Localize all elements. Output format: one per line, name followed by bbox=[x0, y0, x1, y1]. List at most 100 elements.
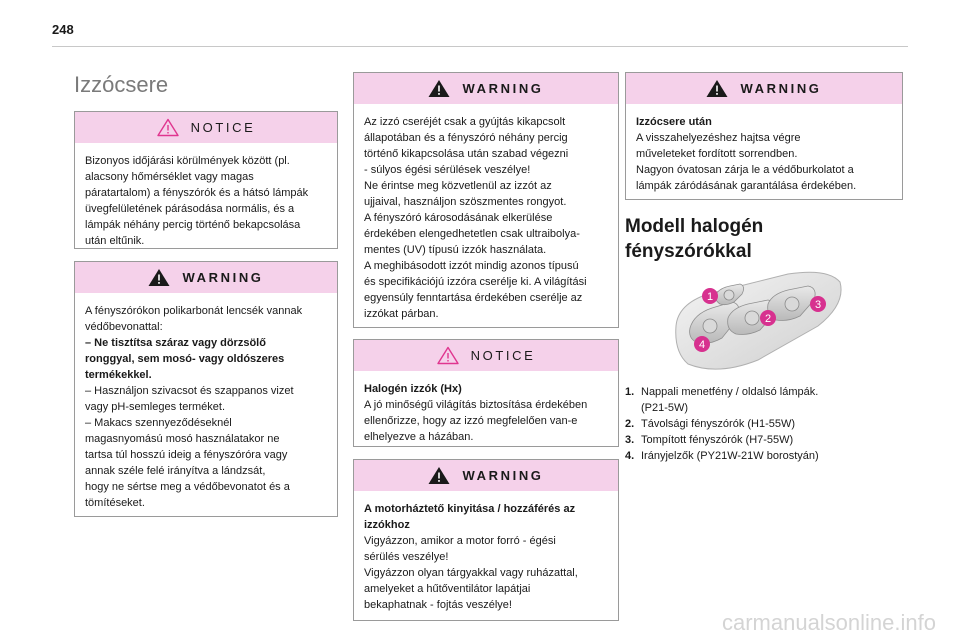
text-line: és specifikációjú izzóra cserélje ki. A … bbox=[364, 276, 587, 288]
warning-title: A motorháztető kinyitása / hozzáférés az bbox=[364, 503, 576, 515]
text-line: bekaphatnak - fojtás veszélye! bbox=[364, 599, 512, 611]
text-line-bold: ronggyal, sem mosó- vagy oldószeres bbox=[85, 353, 285, 365]
warning-body: Az izzó cseréjét csak a gyújtás kikapcso… bbox=[354, 104, 618, 330]
text-line: Ne érintse meg közvetlenül az izzót az bbox=[364, 180, 552, 192]
text-line: védőbevonattal: bbox=[85, 321, 163, 333]
text-line: – Használjon szivacsot és szappanos vize… bbox=[85, 385, 294, 397]
page-number: 248 bbox=[52, 22, 74, 37]
text-line: izzókat párban. bbox=[364, 308, 439, 320]
list-item: 3. Tompított fényszórók (H7-55W) bbox=[625, 432, 885, 448]
text-line: egyensúly fenntartása érdekében cserélje… bbox=[364, 292, 583, 304]
text-line: Bizonyos időjárási körülmények között (p… bbox=[85, 155, 290, 167]
callout-3: 3 bbox=[810, 296, 826, 312]
notice-box-halogen: NOTICE Halogén izzók (Hx) A jó minőségű … bbox=[353, 339, 619, 447]
text-line: állapotában és a fényszóró néhány percig bbox=[364, 132, 568, 144]
text-line: annak széle felé irányítva a lándzsát, bbox=[85, 465, 266, 477]
text-line: - súlyos égési sérülések veszélye! bbox=[364, 164, 531, 176]
warning-box-bulb-change: WARNING Az izzó cseréjét csak a gyújtás … bbox=[353, 72, 619, 328]
callout-4: 4 bbox=[694, 336, 710, 352]
warning-body: A motorháztető kinyitása / hozzáférés az… bbox=[354, 491, 618, 621]
list-text-line: Tompított fényszórók (H7-55W) bbox=[641, 434, 794, 446]
notice-title: Halogén izzók (Hx) bbox=[364, 383, 462, 395]
watermark: carmanualsonline.info bbox=[721, 610, 936, 635]
text-line: A meghibásodott izzót mindig azonos típu… bbox=[364, 260, 579, 272]
warning-header: WARNING bbox=[354, 460, 618, 491]
text-line: magasnyomású mosó használatakor ne bbox=[85, 433, 280, 445]
text-line: lámpák néhány percig történő bekapcsolás… bbox=[85, 219, 301, 231]
warning-label: WARNING bbox=[462, 468, 544, 483]
warning-body: A fényszórókon polikarbonát lencsék vann… bbox=[75, 293, 337, 519]
callout-3-label: 3 bbox=[815, 299, 821, 311]
text-line: hogy ne sértse meg a védőbevonatot és a bbox=[85, 481, 290, 493]
text-line: – Makacs szennyeződéseknél bbox=[85, 417, 232, 429]
notice-body: Bizonyos időjárási körülmények között (p… bbox=[75, 143, 337, 257]
text-line: műveleteket fordított sorrendben. bbox=[636, 148, 798, 160]
notice-triangle-icon bbox=[436, 346, 459, 365]
text-line: Vigyázzon olyan tárgyakkal vagy ruházatt… bbox=[364, 567, 578, 579]
headlamp-illustration: 1 2 3 4 bbox=[668, 264, 848, 376]
text-line: sérülés veszélye! bbox=[364, 551, 449, 563]
list-text: Nappali menetfény / oldalsó lámpák. (P21… bbox=[641, 384, 818, 416]
text-line: alacsony hőmérséklet vagy magas bbox=[85, 171, 254, 183]
warning-header: WARNING bbox=[354, 73, 618, 104]
text-line: vagy pH-semleges terméket. bbox=[85, 401, 225, 413]
warning-triangle-icon bbox=[706, 79, 728, 98]
warning-title: Izzócsere után bbox=[636, 116, 712, 128]
notice-triangle-icon bbox=[156, 118, 179, 137]
warning-body: Izzócsere után A visszahelyezéshez hajts… bbox=[626, 104, 902, 202]
text-line: Vigyázzon, amikor a motor forró - égési bbox=[364, 535, 556, 547]
callout-4-label: 4 bbox=[699, 339, 705, 351]
warning-box-after-change: WARNING Izzócsere után A visszahelyezésh… bbox=[625, 72, 903, 200]
notice-box-condensation: NOTICE Bizonyos időjárási körülmények kö… bbox=[74, 111, 338, 249]
list-number: 2. bbox=[625, 418, 635, 430]
text-line: A jó minőségű világítás biztosítása érde… bbox=[364, 399, 588, 411]
warning-header: WARNING bbox=[626, 73, 902, 104]
text-line: lámpák záródásának garantálása érdekében… bbox=[636, 180, 857, 192]
text-line: történő kikapcsolása után szabad végezni bbox=[364, 148, 569, 160]
list-text-line: Nappali menetfény / oldalsó lámpák. bbox=[641, 386, 819, 398]
list-number: 3. bbox=[625, 434, 635, 446]
section-title: Modell halogén fényszórókkal bbox=[625, 214, 865, 264]
notice-header: NOTICE bbox=[354, 340, 618, 371]
warning-label: WARNING bbox=[462, 81, 544, 96]
section-title-line: Modell halogén bbox=[625, 216, 764, 237]
text-line: után eltűnik. bbox=[85, 235, 145, 247]
warning-box-bonnet: WARNING A motorháztető kinyitása / hozzá… bbox=[353, 459, 619, 621]
bulb-list: 1. Nappali menetfény / oldalsó lámpák. (… bbox=[625, 384, 885, 464]
list-item: 4. Irányjelzők (PY21W-21W borostyán) bbox=[625, 448, 885, 464]
notice-label: NOTICE bbox=[470, 348, 536, 363]
text-line-bold: – Ne tisztítsa száraz vagy dörzsölő bbox=[85, 337, 266, 349]
text-line: ujjaival, használjon szöszmentes rongyot… bbox=[364, 196, 567, 208]
callout-1: 1 bbox=[702, 288, 718, 304]
list-item: 2. Távolsági fényszórók (H1-55W) bbox=[625, 416, 885, 432]
text-line: A fényszórókon polikarbonát lencsék vann… bbox=[85, 305, 303, 317]
list-number: 4. bbox=[625, 450, 635, 462]
text-line: A fényszóró károsodásának elkerülése bbox=[364, 212, 553, 224]
text-line: páratartalom) a fényszórók és a hátsó lá… bbox=[85, 187, 309, 199]
page-title: Izzócsere bbox=[74, 72, 169, 97]
warning-label: WARNING bbox=[182, 270, 264, 285]
list-text-line: Távolsági fényszórók (H1-55W) bbox=[641, 418, 796, 430]
text-line: tartsa túl hosszú ideig a fényszóróra va… bbox=[85, 449, 288, 461]
text-line: elhelyezve a házában. bbox=[364, 431, 474, 443]
list-text-line: Irányjelzők (PY21W-21W borostyán) bbox=[641, 450, 819, 462]
warning-header: WARNING bbox=[75, 262, 337, 293]
notice-body: Halogén izzók (Hx) A jó minőségű világít… bbox=[354, 371, 618, 453]
callout-2: 2 bbox=[760, 310, 776, 326]
text-line: ellenőrizze, hogy az izzó megfelelően va… bbox=[364, 415, 578, 427]
notice-header: NOTICE bbox=[75, 112, 337, 143]
text-line-bold: termékekkel. bbox=[85, 369, 152, 381]
warning-box-polycarbonate: WARNING A fényszórókon polikarbonát lenc… bbox=[74, 261, 338, 517]
warning-triangle-icon bbox=[148, 268, 170, 287]
text-line: érdekében elengedhetetlen csak ultraibol… bbox=[364, 228, 580, 240]
warning-triangle-icon bbox=[428, 466, 450, 485]
text-line: tömítéseket. bbox=[85, 497, 145, 509]
list-item: 1. Nappali menetfény / oldalsó lámpák. (… bbox=[625, 384, 885, 416]
warning-label: WARNING bbox=[740, 81, 822, 96]
text-line: amelyeket a hűtőventilátor lapátjai bbox=[364, 583, 531, 595]
warning-triangle-icon bbox=[428, 79, 450, 98]
callout-1-label: 1 bbox=[707, 291, 713, 303]
section-title-line: fényszórókkal bbox=[625, 241, 752, 262]
list-text-line: (P21-5W) bbox=[641, 402, 689, 414]
list-number: 1. bbox=[625, 386, 635, 398]
